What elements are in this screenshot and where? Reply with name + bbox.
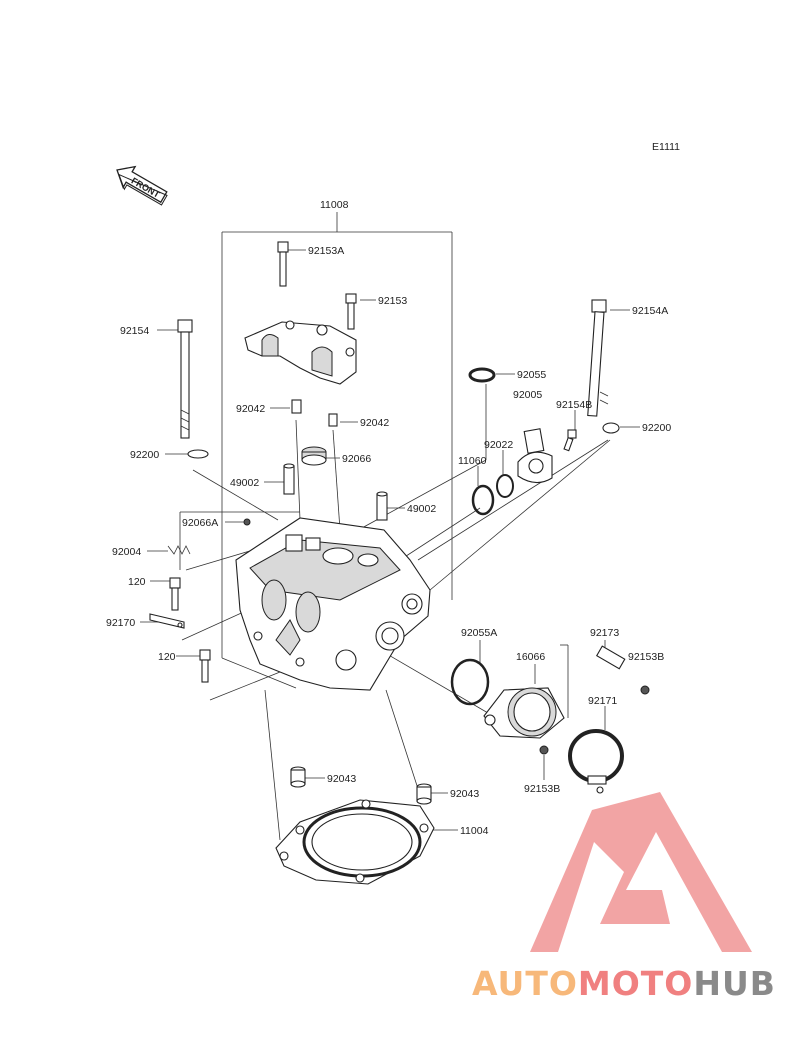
watermark-triangle-icon [530,792,752,952]
washer-92200-left [187,449,209,459]
spring-92004 [167,545,191,555]
dowel-pin-92042-right [328,413,338,427]
label-16066: 16066 [516,651,545,663]
bracket-92170 [149,613,185,629]
bolt-92153 [345,293,357,330]
stud-bolt-92154 [177,319,193,439]
watermark-logo: AUTOMOTOHUB [472,792,776,1003]
seal-92066 [301,446,327,466]
label-11004: 11004 [460,825,489,837]
clamp-92171 [568,729,624,794]
valve-guide-49002-right [376,491,388,521]
head-gasket-11004 [275,799,435,885]
bolt-120-lower [199,649,211,683]
label-92154a: 92154A [632,305,668,317]
label-11008: 11008 [320,199,349,211]
dowel-92043-left [290,766,306,788]
label-92154: 92154 [120,325,149,337]
label-92153a: 92153A [308,245,344,257]
o-ring-92055a [450,658,490,706]
label-92055: 92055 [517,369,546,381]
label-92066a: 92066A [182,517,218,529]
watermark-part-hub: HUB [693,964,776,1003]
leader-lines [140,249,640,841]
watermark-part-moto: MOTO [578,964,693,1003]
label-92043-left: 92043 [327,773,356,785]
label-92170: 92170 [106,617,135,629]
label-49002-left: 49002 [230,477,259,489]
label-92153: 92153 [378,295,407,307]
label-92022: 92022 [484,439,513,451]
dowel-92043-right [416,783,432,805]
bolt-120-upper [169,577,181,611]
diagram-code: E1111 [652,141,680,153]
screw-92153b-upper [640,685,650,695]
label-92200-left: 92200 [130,449,159,461]
valve-guide-49002-left [283,463,295,495]
label-92043-right: 92043 [450,788,479,800]
label-92055a: 92055A [461,627,497,639]
label-11060: 11060 [458,455,487,467]
stud-bolt-92154a [587,299,609,417]
label-92171: 92171 [588,695,617,707]
camshaft-holder [244,320,357,385]
label-92154b: 92154B [556,399,592,411]
label-92042-left: 92042 [236,403,265,415]
label-92200-right: 92200 [642,422,671,434]
label-92004: 92004 [112,546,141,558]
gasket-11060 [471,484,495,516]
front-arrow-icon: FRONT [116,165,168,206]
dowel-pin-92042-left [291,399,302,414]
label-92042-right: 92042 [360,417,389,429]
thermostat-housing-92005 [517,428,553,484]
label-92005: 92005 [513,389,542,401]
joint-92173 [595,645,626,670]
bolt-92153a [277,241,289,287]
part-labels: 11008 92153A 92153 92154 92154A 92055 92… [106,199,671,837]
bolt-92154b [563,429,577,452]
plug-92066a [243,518,251,526]
watermark-text: AUTOMOTOHUB [472,964,776,1003]
label-92173: 92173 [590,627,619,639]
label-92153b-upper: 92153B [628,651,664,663]
cylinder-head-11008 [235,517,431,691]
label-120-lower: 120 [158,651,176,663]
label-92153b-lower: 92153B [524,783,560,795]
label-49002-right: 49002 [407,503,436,515]
label-92066: 92066 [342,453,371,465]
washer-92200-right [602,422,620,434]
label-120-upper: 120 [128,576,146,588]
o-ring-92022 [496,474,514,498]
o-ring-92055 [468,367,496,383]
screw-92153b-lower [539,745,549,755]
intake-pipe-16066 [483,687,565,739]
watermark-part-auto: AUTO [472,964,578,1003]
